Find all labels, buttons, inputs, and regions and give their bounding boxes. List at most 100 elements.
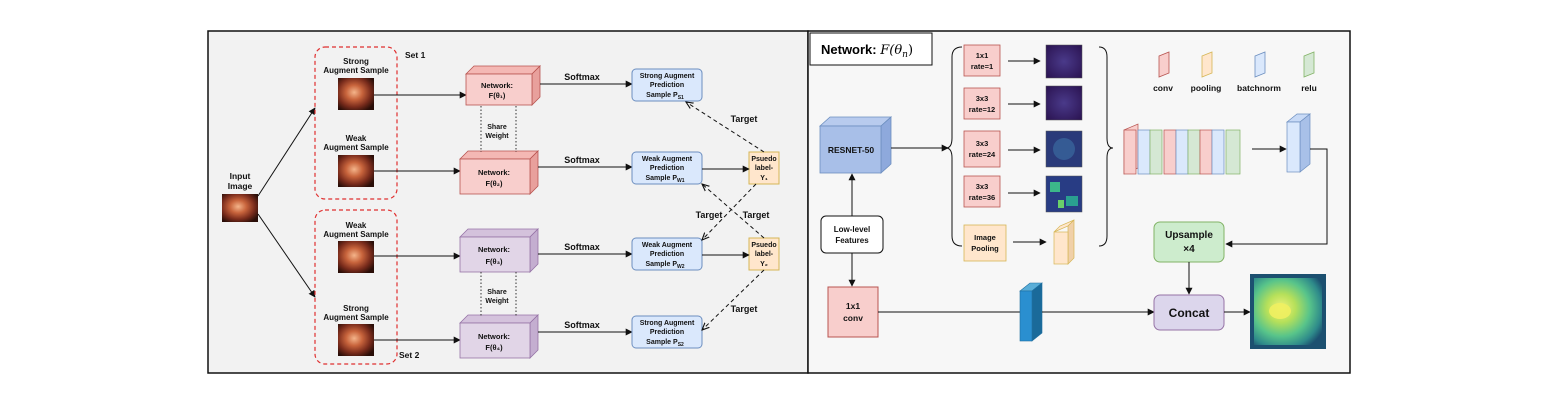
net4-front <box>459 322 531 359</box>
lowlevel-line2: Features <box>835 236 869 245</box>
net4-side <box>529 314 539 359</box>
legend-conv-label: conv <box>1153 83 1173 93</box>
set1-label: Set 1 <box>405 50 426 60</box>
strong-sample-1: Strong Augment Sample <box>323 57 389 110</box>
net4-top <box>459 314 539 324</box>
conv1x1-line1: 1x1 <box>846 301 860 311</box>
net1-top <box>465 65 541 75</box>
layer-stack <box>1123 123 1241 175</box>
strong2-line2: Augment Sample <box>323 313 389 322</box>
network-cube-4: Network: F(θ₄) <box>459 314 539 359</box>
concat-label: Concat <box>1169 306 1210 320</box>
upsample-box <box>1153 221 1225 263</box>
pred2-line2: Prediction <box>650 165 684 172</box>
pred4-line2: Prediction <box>650 329 684 336</box>
weak1-line2: Augment Sample <box>323 143 389 152</box>
softmax-label-2: Softmax <box>564 155 600 165</box>
legend-batchnorm-swatch <box>1254 51 1266 78</box>
net3-front <box>459 236 531 273</box>
net2-side <box>529 150 539 195</box>
pred2-line3: Sample PW1 <box>645 175 684 184</box>
legend-pooling-swatch <box>1201 51 1213 78</box>
conv1x1-box <box>827 286 879 338</box>
image-pooling-branch: Image Pooling <box>963 219 1075 265</box>
aspp3-line2: rate=24 <box>969 150 996 159</box>
net4-line1: Network: <box>478 332 510 341</box>
net3-top <box>459 228 539 238</box>
set1-group <box>314 46 398 200</box>
net2-line1: Network: <box>478 168 510 177</box>
pooling-line2: Pooling <box>971 244 999 253</box>
aspp2-line1: 3x3 <box>976 94 989 103</box>
input-label-line1: Input <box>230 171 251 181</box>
legend-pooling-label: pooling <box>1191 83 1222 93</box>
net3-side <box>529 228 539 273</box>
legend-relu-label: relu <box>1301 83 1317 93</box>
network-cube-2: Network: F(θ₂) <box>459 150 539 195</box>
pred4-line3: Sample PS2 <box>646 339 684 348</box>
slab-to-upsample-path <box>1225 148 1328 248</box>
net4-line2: F(θ₄) <box>485 343 503 352</box>
aspp-branch-1: 1x1 rate=1 <box>963 44 1083 79</box>
pseudo-label-2: Psuedo label- Y₂ <box>748 237 780 271</box>
input-to-set2-arrow <box>257 213 316 298</box>
pred3-line2: Prediction <box>650 251 684 258</box>
target-arrow-1 <box>686 102 765 153</box>
strong1-thumbnail <box>338 78 374 110</box>
strong2-line1: Strong <box>343 304 369 313</box>
prediction-box-4: Strong Augment Prediction Sample PS2 <box>631 315 703 349</box>
conv1x1-line2: conv <box>843 313 863 323</box>
share-weight2-line2: Weight <box>485 298 509 305</box>
prediction-box-3: Weak Augment Prediction Sample PW2 <box>631 237 703 271</box>
pred3-line3: Sample PW2 <box>645 261 684 270</box>
pooling-line1: Image <box>974 233 996 242</box>
aspp3-line1: 3x3 <box>976 139 989 148</box>
target-label-3: Target <box>743 210 770 220</box>
target-label-2: Target <box>696 210 723 220</box>
strong2-thumbnail <box>338 324 374 356</box>
prediction-box-1: Strong Augment Prediction Sample PS1 <box>631 68 703 102</box>
pseudo2-line3: Y₂ <box>760 261 768 268</box>
input-to-set1-arrow <box>257 107 316 197</box>
network-cube-3: Network: F(θ₃) <box>459 228 539 273</box>
target-arrow-2 <box>702 183 757 240</box>
upsample-line2: ×4 <box>1183 244 1195 255</box>
prediction-box-2: Weak Augment Prediction Sample PW1 <box>631 151 703 185</box>
weak1-thumbnail <box>338 155 374 187</box>
share-weight2-line1: Share <box>487 289 507 296</box>
target-label-4: Target <box>731 304 758 314</box>
aspp2-line2: rate=12 <box>969 105 995 114</box>
upsample-line1: Upsample <box>1165 230 1213 241</box>
pred1-line2: Prediction <box>650 82 684 89</box>
aspp2-feature-map <box>1045 85 1083 121</box>
pred4-line1: Strong Augment <box>640 320 695 327</box>
set2-group <box>314 209 398 365</box>
aspp4-line2: rate=36 <box>969 193 995 202</box>
net1-line2: F(θ₁) <box>489 91 506 100</box>
input-image-thumbnail <box>222 194 258 222</box>
share-weight1-line1: Share <box>487 124 507 131</box>
lowlevel-line1: Low-level <box>834 225 870 234</box>
network-title: Network: F(θn) <box>821 42 913 60</box>
aspp-left-bracket <box>945 46 963 247</box>
aspp-branch-2: 3x3 rate=12 <box>963 85 1083 121</box>
aspp4-line1: 3x3 <box>976 182 989 191</box>
weak-sample-2: Weak Augment Sample <box>323 221 389 273</box>
pseudo1-line2: label- <box>755 165 774 172</box>
net1-front <box>465 73 533 106</box>
weak2-line2: Augment Sample <box>323 230 389 239</box>
network-title-box <box>809 32 933 66</box>
pred3-line1: Weak Augment <box>642 242 693 249</box>
weak2-thumbnail <box>338 241 374 273</box>
pred1-line3: Sample PS1 <box>646 92 684 101</box>
weak-sample-1: Weak Augment Sample <box>323 134 389 187</box>
pseudo1-line1: Psuedo <box>751 156 776 163</box>
pseudo-label-1: Psuedo label- Y₁ <box>748 151 780 185</box>
net3-line1: Network: <box>478 245 510 254</box>
pseudo1-line3: Y₁ <box>760 175 768 182</box>
softmax-label-4: Softmax <box>564 320 600 330</box>
strong1-line2: Augment Sample <box>323 66 389 75</box>
legend-batchnorm-label: batchnorm <box>1237 83 1281 93</box>
pseudo2-line2: label- <box>755 251 774 258</box>
